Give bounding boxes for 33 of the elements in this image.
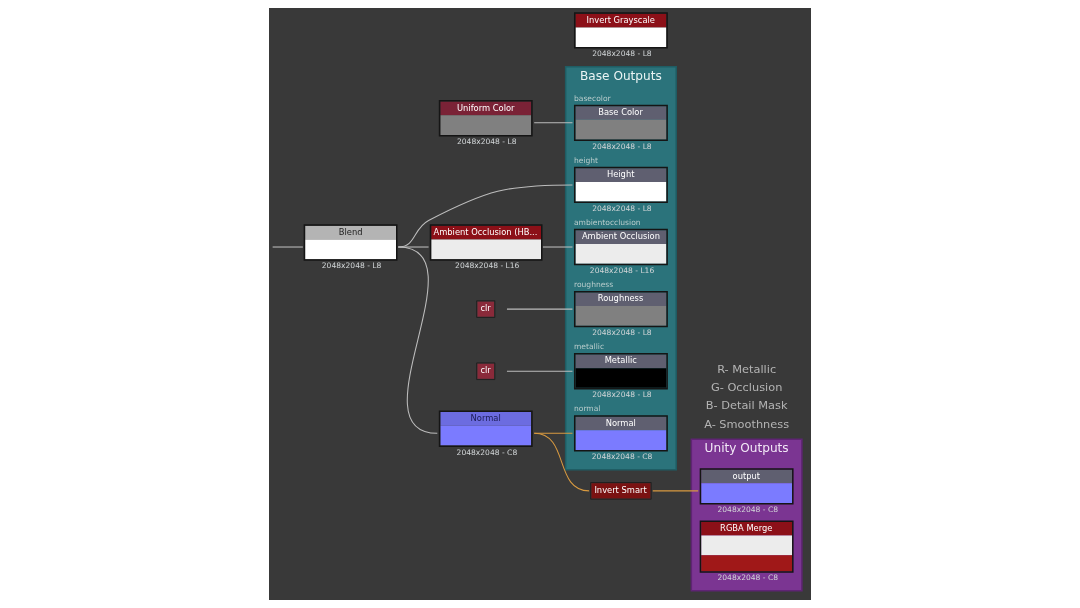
connector <box>272 246 304 248</box>
connector <box>506 370 573 372</box>
node-label: 2048x2048 - L8 <box>592 203 652 213</box>
connector <box>542 246 573 248</box>
node-label: 2048x2048 - C8 <box>717 505 779 515</box>
connector <box>506 308 573 310</box>
node-label: basecolor <box>573 93 611 103</box>
node-label: 2048x2048 - L8 <box>321 261 382 271</box>
connector <box>397 184 573 248</box>
node-label: 2048x2048 - C8 <box>717 573 779 583</box>
node-label: 2048x2048 - L8 <box>592 327 652 337</box>
node-label: ambientocclusion <box>573 218 641 228</box>
connector <box>397 246 430 248</box>
node-label: 2048x2048 - C8 <box>456 447 518 457</box>
label: A- Smoothness <box>704 416 790 431</box>
node-label: 2048x2048 - L8 <box>592 389 652 399</box>
node-label: height <box>573 155 599 165</box>
connector <box>652 490 699 492</box>
node-label: 2048x2048 - L8 <box>456 137 517 147</box>
connector <box>397 246 438 434</box>
node-label: normal <box>573 404 601 414</box>
connector <box>533 432 590 492</box>
label: R- Metallic <box>717 362 777 377</box>
node-label: 2048x2048 - L8 <box>592 49 652 59</box>
node-label: 2048x2048 - L16 <box>589 265 655 275</box>
node-label: 2048x2048 - L16 <box>455 261 520 271</box>
node-label: 2048x2048 - C8 <box>591 452 653 462</box>
connector <box>533 122 573 124</box>
label: G- Occlusion <box>710 380 783 395</box>
label: B- Detail Mask <box>705 398 788 413</box>
node-label: roughness <box>573 280 614 290</box>
node-label: 2048x2048 - L8 <box>592 141 652 151</box>
node-label: metallic <box>573 342 605 352</box>
